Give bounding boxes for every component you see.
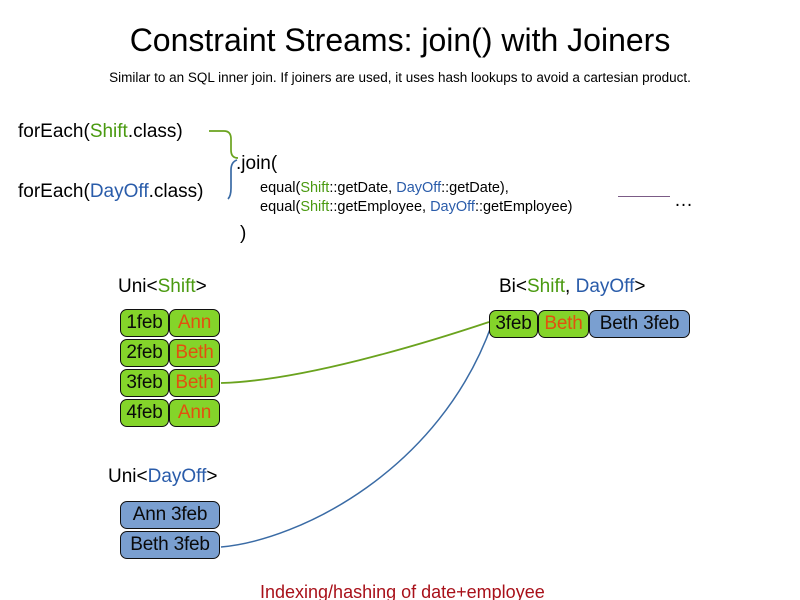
- code-joiner-employee-right-method: ::getEmployee): [474, 199, 573, 215]
- shift-row-date: 4feb: [120, 399, 169, 427]
- label-bi-class-shift: Shift: [527, 276, 566, 297]
- connector-shift-row-to-bi: [220, 321, 490, 384]
- label-uni-dayoff: Uni<DayOff>: [108, 465, 218, 489]
- code-joiner-employee-left-class: Shift: [300, 199, 330, 215]
- code-joiner-date-left-method: ::getDate,: [329, 180, 397, 196]
- annotation-line-1: Indexing/hashing of date+employee: [260, 582, 545, 600]
- bi-row-employee: Beth: [538, 310, 589, 338]
- label-bi-prefix: Bi<: [499, 276, 527, 297]
- annotation-text: Indexing/hashing of date+employee to sca…: [260, 530, 558, 600]
- bi-row-date: 3feb: [489, 310, 538, 338]
- code-foreach-shift-prefix: forEach(: [18, 121, 90, 142]
- code-foreach-shift-class: Shift: [89, 121, 128, 142]
- shift-row-employee: Ann: [169, 399, 220, 427]
- label-uni-shift-prefix: Uni<: [118, 276, 158, 297]
- label-uni-shift-suffix: >: [195, 276, 207, 297]
- code-joiner-date-open: equal(: [260, 180, 301, 196]
- label-bi-class-dayoff: DayOff: [575, 276, 635, 297]
- code-foreach-shift: forEach(Shift.class): [18, 120, 183, 144]
- dayoff-row: Beth 3feb: [120, 531, 220, 559]
- code-joiner-employee: equal(Shift::getEmployee, DayOff::getEmp…: [260, 198, 572, 217]
- code-joiner-date-right-method: ::getDate),: [441, 180, 509, 196]
- shift-row-date: 1feb: [120, 309, 169, 337]
- connector-dayoff-row-to-bi: [220, 323, 493, 548]
- code-foreach-dayoff-prefix: forEach(: [18, 181, 90, 202]
- code-joiner-date-right-class: DayOff: [396, 180, 442, 196]
- code-join-close: ): [240, 223, 247, 244]
- label-uni-dayoff-class: DayOff: [147, 466, 207, 487]
- dayoff-row: Ann 3feb: [120, 501, 220, 529]
- code-foreach-dayoff-suffix: .class): [148, 181, 204, 202]
- code-joiner-date: equal(Shift::getDate, DayOff::getDate),: [260, 179, 509, 198]
- code-foreach-shift-suffix: .class): [127, 121, 183, 142]
- label-uni-dayoff-suffix: >: [206, 466, 218, 487]
- continuation-rule: [618, 196, 670, 197]
- label-bi-stream: Bi<Shift, DayOff>: [499, 275, 645, 299]
- continuation-ellipsis: …: [674, 190, 693, 211]
- page-subtitle: Similar to an SQL inner join. If joiners…: [109, 70, 691, 85]
- label-bi-suffix: >: [634, 276, 646, 297]
- code-join-open: .join(: [236, 153, 278, 174]
- label-uni-shift-class: Shift: [157, 276, 196, 297]
- code-joiner-employee-left-method: ::getEmployee,: [329, 199, 431, 215]
- shift-row-employee: Ann: [169, 309, 220, 337]
- code-joiner-employee-right-class: DayOff: [430, 199, 475, 215]
- page-title: Constraint Streams: join() with Joiners: [129, 22, 671, 58]
- label-uni-shift: Uni<Shift>: [118, 275, 207, 299]
- bi-row-dayoff: Beth 3feb: [589, 310, 690, 338]
- label-bi-separator: ,: [565, 276, 576, 297]
- code-joiner-employee-open: equal(: [260, 199, 301, 215]
- code-joiner-date-left-class: Shift: [300, 180, 330, 196]
- shift-row-employee: Beth: [169, 339, 220, 367]
- code-foreach-dayoff: forEach(DayOff.class): [18, 180, 204, 204]
- shift-row-date: 2feb: [120, 339, 169, 367]
- code-foreach-dayoff-class: DayOff: [89, 181, 149, 202]
- connector-shift-to-join: [209, 130, 239, 159]
- label-uni-dayoff-prefix: Uni<: [108, 466, 148, 487]
- shift-row-date: 3feb: [120, 369, 169, 397]
- shift-row-employee: Beth: [169, 369, 220, 397]
